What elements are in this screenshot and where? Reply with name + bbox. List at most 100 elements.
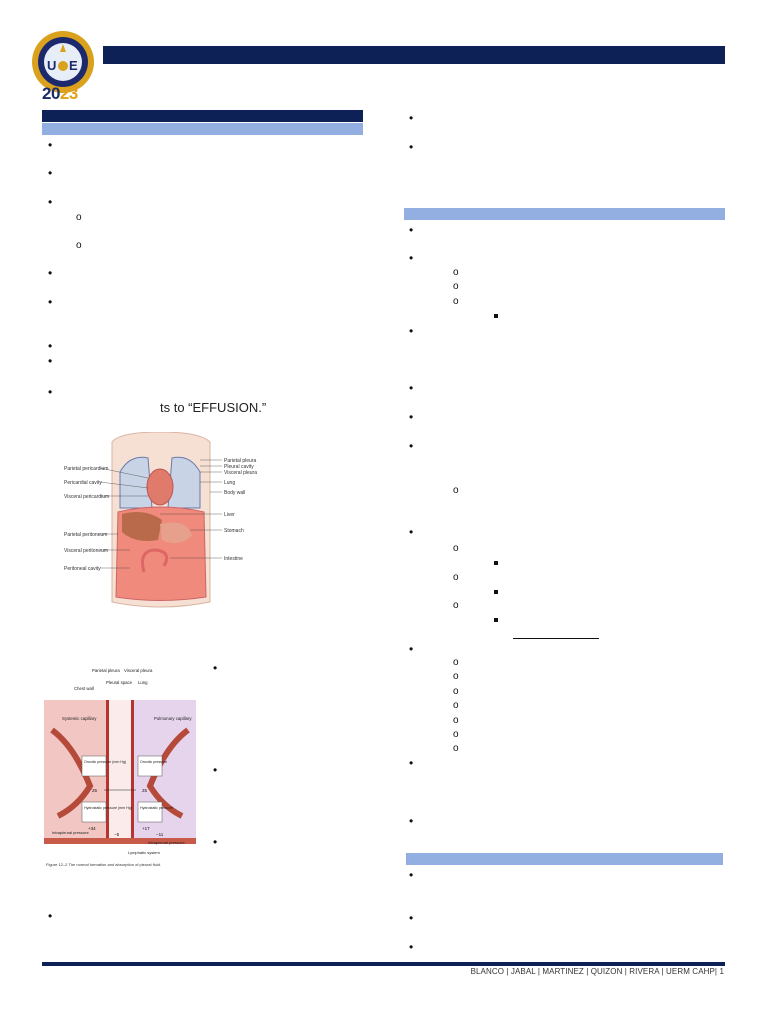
sub-bullet-icon: o bbox=[453, 543, 459, 554]
bullet-icon: • bbox=[409, 525, 414, 539]
bullet-icon: • bbox=[213, 835, 218, 849]
bullet-icon: • bbox=[409, 140, 414, 154]
sub-bullet-icon: o bbox=[453, 600, 459, 611]
bullet-icon: • bbox=[409, 940, 414, 954]
value-hydrostatic-right: +17 bbox=[142, 826, 150, 831]
label-parietal-pleura: Parietal pleura bbox=[224, 458, 256, 464]
sub-bullet-icon: o bbox=[453, 671, 459, 682]
bullet-icon: • bbox=[409, 814, 414, 828]
hydrostatic-box-left bbox=[81, 801, 107, 823]
underline-mark bbox=[513, 638, 599, 639]
section-header-bar bbox=[404, 208, 725, 220]
section-title-bar bbox=[42, 110, 363, 122]
sub-bullet-icon: o bbox=[453, 572, 459, 583]
bullet-icon: • bbox=[409, 642, 414, 656]
sub-bullet-icon: o bbox=[453, 743, 459, 754]
footer-authors: BLANCO | JABAL | MARTINEZ | QUIZON | RIV… bbox=[470, 967, 724, 976]
value-hydrostatic-left: +34 bbox=[88, 826, 96, 831]
label-intestine: Intestine bbox=[224, 556, 243, 562]
effusion-text: ts to “EFFUSION.” bbox=[160, 400, 267, 415]
bullet-icon: • bbox=[48, 339, 53, 353]
figure2-label-group: Parietal pleura Visceral pleura Chest wa… bbox=[62, 668, 192, 721]
bullet-icon: • bbox=[48, 909, 53, 923]
bullet-icon: • bbox=[409, 911, 414, 925]
bullet-icon: • bbox=[48, 354, 53, 368]
section-subtitle-bar bbox=[42, 123, 363, 135]
sub-bullet-icon: o bbox=[453, 485, 459, 496]
bullet-icon: • bbox=[409, 251, 414, 265]
square-bullet-icon bbox=[494, 618, 498, 622]
oncotic-box-left bbox=[81, 755, 107, 777]
bullet-icon: • bbox=[48, 166, 53, 180]
hydrostatic-box-right bbox=[137, 801, 163, 823]
value-intrapleural-right: −11 bbox=[156, 832, 164, 837]
square-bullet-icon bbox=[494, 314, 498, 318]
sub-bullet-icon: o bbox=[453, 296, 459, 307]
oncotic-label-left: Oncotic pressure (mm Hg) bbox=[84, 760, 126, 764]
bullet-icon: • bbox=[409, 381, 414, 395]
header-bar bbox=[103, 46, 725, 64]
bullet-icon: • bbox=[48, 385, 53, 399]
value-oncotic-left: 25 bbox=[92, 788, 98, 793]
sub-bullet-icon: o bbox=[453, 700, 459, 711]
bullet-icon: • bbox=[48, 266, 53, 280]
hydrostatic-label-left: Hydrostatic pressure (mm Hg) bbox=[84, 806, 132, 810]
label-liver: Liver bbox=[224, 512, 235, 518]
footer-rule bbox=[42, 962, 725, 966]
label-pleural-cavity: Pleural cavity bbox=[224, 464, 254, 470]
oncotic-label-right: Oncotic pressure bbox=[140, 760, 167, 764]
bullet-icon: • bbox=[409, 223, 414, 237]
label-lung: Lung bbox=[138, 680, 148, 685]
label-visceral-pleura: Visceral pleura bbox=[124, 668, 153, 673]
svg-text:U: U bbox=[47, 58, 56, 73]
bullet-icon: • bbox=[48, 295, 53, 309]
hydrostatic-label-right: Hydrostatic pressure bbox=[140, 806, 173, 810]
bullet-icon: • bbox=[213, 763, 218, 777]
value-intrapleural: −5 bbox=[114, 832, 120, 837]
figure2-caption: Figure 12–2 The normal formation and abs… bbox=[46, 862, 161, 867]
label-pulmonary-capillary: Pulmonary capillary bbox=[154, 716, 192, 721]
label-pleural-space: Pleural space bbox=[106, 680, 133, 685]
label-visceral-peritoneum: Visceral peritoneum bbox=[64, 548, 108, 554]
label-chest-wall: Chest wall bbox=[74, 686, 94, 691]
sub-bullet-icon: o bbox=[76, 212, 82, 223]
sub-bullet-icon: o bbox=[453, 715, 459, 726]
bullet-icon: • bbox=[48, 138, 53, 152]
label-intrapleural-pressure-right: Intrapleural pressure bbox=[148, 840, 185, 845]
square-bullet-icon bbox=[494, 590, 498, 594]
pleural-fluid-figure: Parietal pleura Visceral pleura Chest wa… bbox=[44, 668, 196, 867]
sub-bullet-icon: o bbox=[76, 240, 82, 251]
label-systemic-capillary: Systemic capillary bbox=[62, 716, 97, 721]
sub-bullet-icon: o bbox=[453, 267, 459, 278]
bullet-icon: • bbox=[409, 410, 414, 424]
bullet-icon: • bbox=[409, 868, 414, 882]
bullet-icon: • bbox=[48, 195, 53, 209]
label-visceral-pericardium: Visceral pericardium bbox=[64, 494, 109, 500]
square-bullet-icon bbox=[494, 561, 498, 565]
label-peritoneal-cavity: Peritoneal cavity bbox=[64, 566, 101, 572]
svg-text:E: E bbox=[69, 58, 78, 73]
bullet-icon: • bbox=[409, 439, 414, 453]
body-cavities-figure: Parietal pleura Pleural cavity Visceral … bbox=[64, 432, 257, 608]
sub-bullet-icon: o bbox=[453, 281, 459, 292]
section-header-bar bbox=[406, 853, 723, 865]
bullet-icon: • bbox=[409, 324, 414, 338]
bullet-icon: • bbox=[409, 111, 414, 125]
sub-bullet-icon: o bbox=[453, 686, 459, 697]
sub-bullet-icon: o bbox=[453, 729, 459, 740]
logo-year: 2023 bbox=[42, 84, 78, 103]
figure-label-group: Parietal pleura Pleural cavity Visceral … bbox=[64, 458, 257, 572]
oncotic-box-right bbox=[137, 755, 163, 777]
sub-bullet-icon: o bbox=[453, 657, 459, 668]
bullet-icon: • bbox=[213, 661, 218, 675]
label-lung: Lung bbox=[224, 480, 235, 486]
label-parietal-pleura: Parietal pleura bbox=[92, 668, 120, 673]
label-parietal-peritoneum: Parietal peritoneum bbox=[64, 532, 107, 538]
label-stomach: Stomach bbox=[224, 528, 244, 534]
school-logo: U E bbox=[32, 31, 94, 93]
label-intrapleural-pressure: Intrapleural pressure bbox=[52, 830, 89, 835]
label-parietal-pericardium: Parietal pericardium bbox=[64, 466, 108, 472]
label-lymphatic-system: Lymphatic system bbox=[128, 850, 161, 855]
label-pericardial-cavity: Pericardial cavity bbox=[64, 480, 102, 486]
label-visceral-pleura: Visceral pleura bbox=[224, 470, 257, 476]
